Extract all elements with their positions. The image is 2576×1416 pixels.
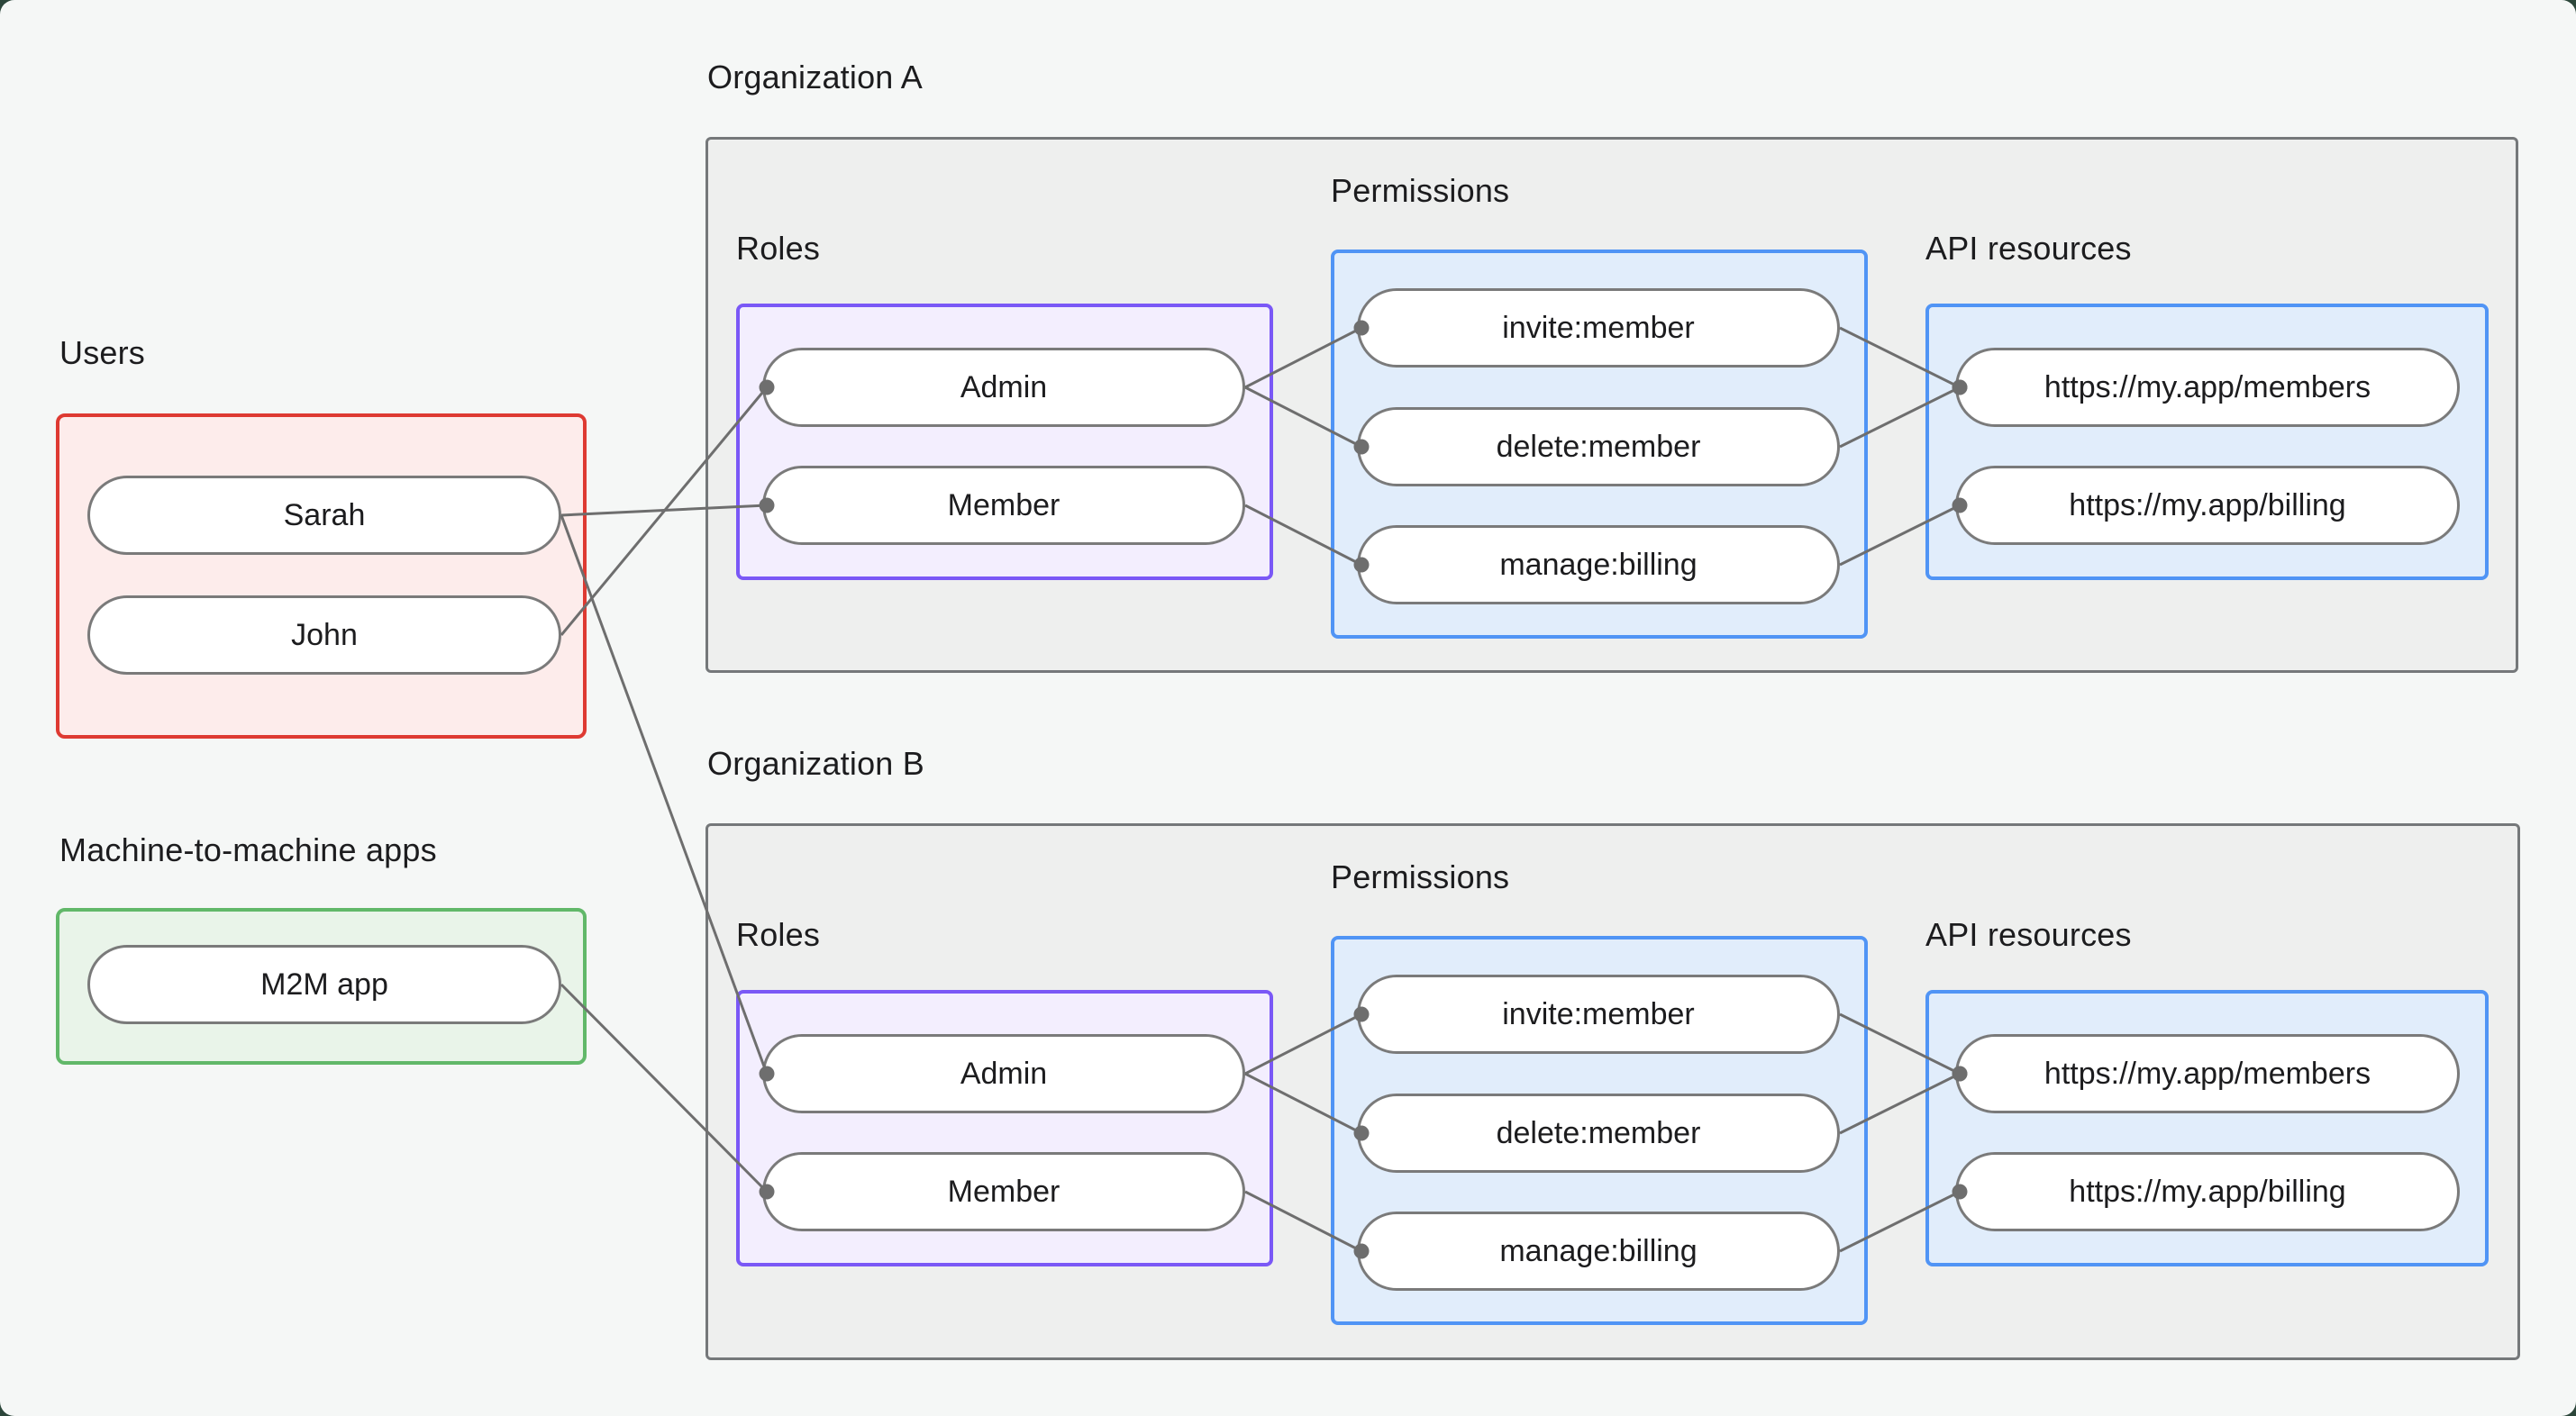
node-org-b-manage-label: manage:billing	[1499, 1233, 1698, 1268]
node-m2m-app-label: M2M app	[260, 967, 388, 1002]
node-org-a-admin-label: Admin	[960, 369, 1048, 404]
org-a-api-resources-label: API resources	[1925, 230, 2132, 267]
node-sarah: Sarah	[87, 476, 561, 555]
node-john-label: John	[291, 617, 358, 652]
node-org-a-manage-label: manage:billing	[1499, 547, 1698, 582]
node-org-a-member-label: Member	[947, 487, 1060, 522]
org-a-label: Organization A	[707, 59, 923, 95]
node-org-b-billing-label: https://my.app/billing	[2069, 1174, 2346, 1209]
node-org-a-billing-label: https://my.app/billing	[2069, 487, 2346, 522]
node-org-b-billing: https://my.app/billing	[1955, 1152, 2460, 1231]
node-org-a-member: Member	[762, 466, 1245, 545]
org-a-roles-label: Roles	[736, 230, 821, 267]
node-org-b-members: https://my.app/members	[1955, 1034, 2460, 1113]
node-org-b-delete: delete:member	[1357, 1094, 1840, 1173]
users-group-box	[56, 413, 587, 739]
node-org-b-manage: manage:billing	[1357, 1212, 1840, 1291]
node-org-b-members-label: https://my.app/members	[2044, 1056, 2371, 1091]
node-org-a-members: https://my.app/members	[1955, 348, 2460, 427]
org-a-permissions-label: Permissions	[1331, 172, 1510, 209]
node-org-b-admin-label: Admin	[960, 1056, 1048, 1091]
node-org-b-admin: Admin	[762, 1034, 1245, 1113]
node-org-a-invite: invite:member	[1357, 288, 1840, 368]
node-org-a-billing: https://my.app/billing	[1955, 466, 2460, 545]
org-b-permissions-label: Permissions	[1331, 858, 1510, 895]
node-org-b-delete-label: delete:member	[1496, 1115, 1701, 1150]
node-org-b-invite: invite:member	[1357, 975, 1840, 1054]
node-org-a-delete: delete:member	[1357, 407, 1840, 486]
node-m2m-app: M2M app	[87, 945, 561, 1024]
users-label: Users	[59, 334, 146, 371]
node-org-a-manage: manage:billing	[1357, 525, 1840, 604]
node-org-a-delete-label: delete:member	[1496, 429, 1701, 464]
node-org-b-member-label: Member	[947, 1174, 1060, 1209]
node-john: John	[87, 595, 561, 675]
node-sarah-label: Sarah	[283, 497, 366, 532]
node-org-a-admin: Admin	[762, 348, 1245, 427]
node-org-b-member: Member	[762, 1152, 1245, 1231]
node-org-a-invite-label: invite:member	[1502, 310, 1695, 345]
node-org-a-members-label: https://my.app/members	[2044, 369, 2371, 404]
org-b-api-resources-label: API resources	[1925, 916, 2132, 953]
m2m-apps-label: Machine-to-machine apps	[59, 831, 437, 868]
node-org-b-invite-label: invite:member	[1502, 996, 1695, 1031]
